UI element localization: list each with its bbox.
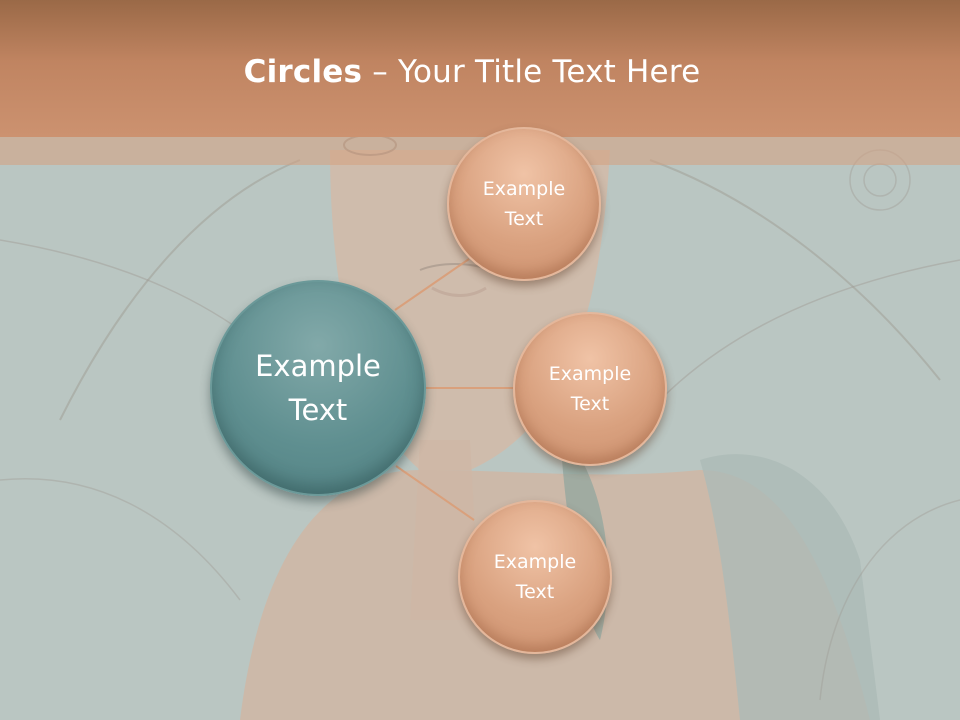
satellite-circle-2-line1: Example — [548, 363, 632, 385]
satellite-circle-1-line1: Example — [482, 178, 566, 200]
connector-line-1 — [394, 258, 470, 311]
connector-line-3 — [395, 465, 475, 521]
satellite-circle-3-line1: Example — [493, 551, 577, 573]
slide-title[interactable]: Circles – Your Title Text Here — [0, 54, 944, 90]
center-circle[interactable]: Example Text — [210, 280, 426, 496]
satellite-circle-3-line2: Text — [515, 581, 555, 603]
satellite-circle-2[interactable]: Example Text — [513, 312, 667, 466]
slide-title-rest: – Your Title Text Here — [362, 54, 701, 90]
satellite-circle-1[interactable]: Example Text — [447, 127, 601, 281]
center-circle-line1: Example — [255, 349, 381, 383]
center-circle-line2: Text — [288, 393, 348, 427]
satellite-circle-3[interactable]: Example Text — [458, 500, 612, 654]
title-bar — [0, 0, 960, 137]
satellite-circle-2-line2: Text — [570, 393, 610, 415]
slide-title-bold: Circles — [243, 54, 363, 90]
satellite-circle-1-line2: Text — [504, 208, 544, 230]
